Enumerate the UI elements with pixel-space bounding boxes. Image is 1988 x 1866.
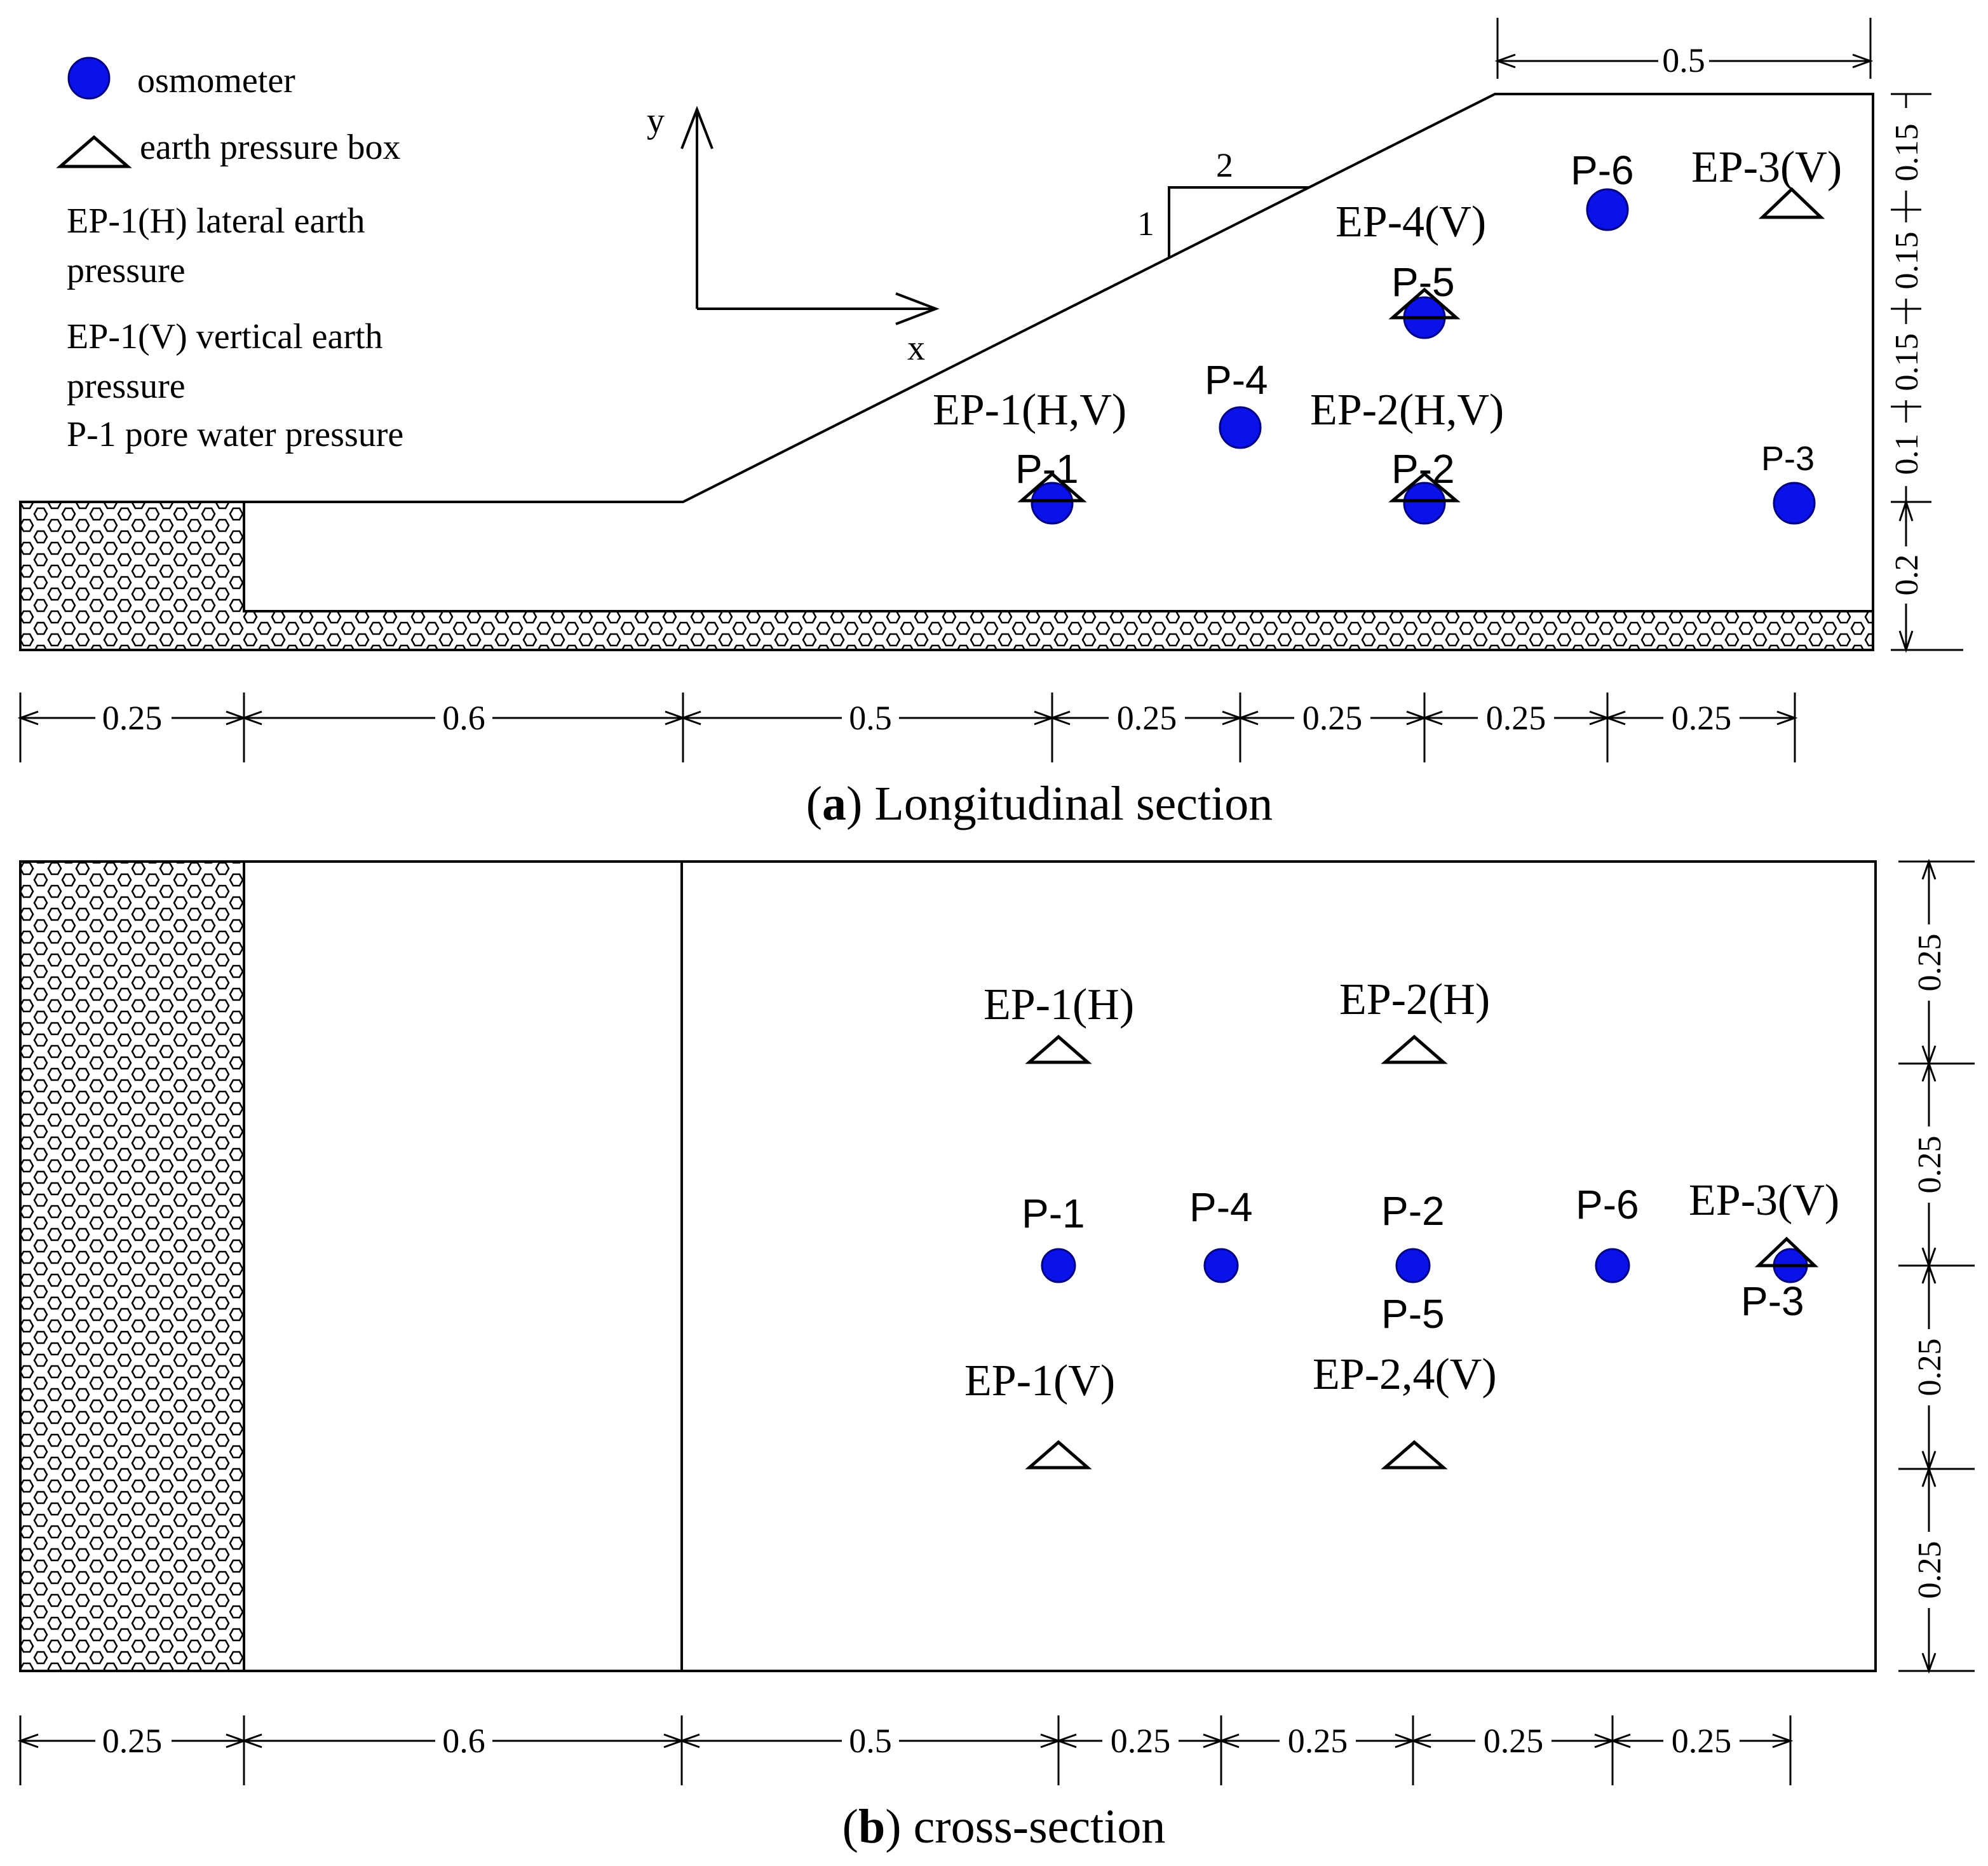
caption-a: (a) Longitudinal section	[806, 777, 1273, 830]
label-p6: P-6	[1571, 147, 1634, 193]
osmometer-p2-b	[1395, 1248, 1431, 1283]
earth-pressure-box-ep1	[1017, 471, 1087, 503]
dim-bottom-b-6: 0.25	[1672, 1722, 1732, 1760]
slope-rise-label: 1	[1137, 205, 1154, 243]
label-p3-b: P-3	[1741, 1278, 1804, 1324]
label-p6-b: P-6	[1576, 1182, 1639, 1227]
label-p1-b: P-1	[1022, 1191, 1085, 1236]
dim-right-b-0: 0.25	[1912, 934, 1948, 992]
legend-vertical-line1: EP-1(V) vertical earth	[67, 317, 383, 356]
label-ep4-v: EP-4(V)	[1335, 198, 1486, 247]
label-ep3-b: EP-3(V)	[1689, 1176, 1839, 1225]
dim-right-b-1: 0.25	[1912, 1136, 1948, 1194]
caption-a-text: Longitudinal section	[874, 777, 1273, 830]
dim-bottom-a-0: 0.25	[102, 699, 163, 737]
earth-pressure-box-ep1v	[1025, 1440, 1092, 1470]
dim-right-a-0: 0.15	[1889, 124, 1925, 182]
y-axis-label: y	[647, 101, 665, 140]
label-p4: P-4	[1205, 357, 1268, 403]
legend-earth-pressure-box-icon	[56, 135, 132, 168]
cross-drainage-layer	[19, 860, 245, 1672]
dimension-bottom-b: 0.25 0.6 0.5 0.25 0.25 0.25 0.25	[17, 1715, 1794, 1785]
dim-right-a-4: 0.2	[1889, 555, 1925, 596]
osmometer-p4	[1219, 406, 1262, 449]
dim-bottom-a-2: 0.5	[849, 699, 892, 737]
dimension-bottom-a: 0.25 0.6 0.5 0.25 0.25 0.25 0.25	[17, 693, 1798, 762]
legend-vertical-line2: pressure	[67, 367, 186, 406]
dim-right-b-2: 0.25	[1912, 1339, 1948, 1396]
caption-a-bold: a	[822, 777, 846, 830]
drainage-layer	[19, 501, 1874, 651]
osmometer-p6-b	[1595, 1248, 1630, 1283]
dim-right-a-3: 0.1	[1889, 434, 1925, 475]
dim-bottom-b-3: 0.25	[1111, 1722, 1171, 1760]
legend-osmometer-label: osmometer	[137, 61, 295, 100]
dimension-right-b: 0.25 0.25 0.25 0.25	[1898, 858, 1975, 1674]
label-p5: P-5	[1391, 259, 1455, 305]
slope-run-label: 2	[1216, 146, 1233, 184]
earth-pressure-box-ep3-b	[1754, 1236, 1819, 1268]
legend-pore-pressure: P-1 pore water pressure	[67, 415, 403, 454]
x-axis-label: x	[907, 328, 925, 368]
legend-osmometer-icon	[67, 57, 111, 100]
earth-pressure-box-ep4	[1388, 287, 1461, 320]
osmometer-p6	[1586, 188, 1629, 231]
label-ep2h-b: EP-2(H)	[1339, 975, 1490, 1024]
dimension-right-a: 0.15 0.15 0.15 0.1 0.2	[1889, 93, 1963, 653]
osmometer-p1-b	[1041, 1248, 1076, 1283]
dim-right-a-1: 0.15	[1889, 232, 1925, 290]
label-p1: P-1	[1015, 446, 1079, 492]
label-p4-b: P-4	[1189, 1184, 1253, 1230]
legend-lateral-line1: EP-1(H) lateral earth	[67, 201, 365, 241]
label-ep1h-b: EP-1(H)	[984, 980, 1134, 1029]
legend-lateral-line2: pressure	[67, 251, 186, 290]
label-ep1v-b: EP-1(V)	[964, 1356, 1115, 1405]
dim-bottom-b-0: 0.25	[102, 1722, 163, 1760]
label-p2-b: P-2	[1381, 1188, 1445, 1234]
earth-pressure-box-ep2h	[1381, 1034, 1448, 1064]
dim-bottom-b-4: 0.25	[1288, 1722, 1348, 1760]
dim-bottom-b-1: 0.6	[442, 1722, 485, 1760]
coordinate-axes: y x	[647, 101, 940, 368]
label-p2: P-2	[1391, 446, 1455, 492]
earth-pressure-box-ep24v	[1381, 1440, 1448, 1470]
caption-b-bold: b	[858, 1800, 885, 1853]
caption-b: (b) cross-section	[842, 1800, 1166, 1853]
caption-b-text: cross-section	[914, 1800, 1166, 1853]
legend: osmometer earth pressure box EP-1(H) lat…	[56, 57, 403, 454]
label-ep1-hv: EP-1(H,V)	[933, 386, 1126, 435]
osmometer-p4-b	[1203, 1248, 1239, 1283]
legend-earth-pressure-box-label: earth pressure box	[140, 128, 401, 167]
dim-right-a-2: 0.15	[1889, 334, 1925, 391]
osmometer-p3	[1773, 482, 1816, 525]
label-p5-b: P-5	[1381, 1291, 1445, 1337]
longitudinal-section: y x 2 1 EP-1(H,V) P-1 P-4 EP-2(H,V) P-2 …	[17, 18, 1963, 830]
dim-bottom-a-6: 0.25	[1672, 699, 1732, 737]
dim-top-label: 0.5	[1662, 41, 1705, 79]
earth-pressure-box-ep1h	[1025, 1034, 1092, 1064]
dim-bottom-b-2: 0.5	[849, 1722, 892, 1760]
dim-bottom-a-4: 0.25	[1302, 699, 1363, 737]
dim-bottom-a-3: 0.25	[1117, 699, 1177, 737]
dim-right-b-3: 0.25	[1912, 1541, 1948, 1599]
cross-section: EP-1(H) EP-2(H) P-1 P-4 P-2 P-6 EP-3(V) …	[17, 858, 1975, 1853]
osmometer-p1	[1031, 482, 1074, 525]
label-ep3-v: EP-3(V)	[1691, 143, 1842, 192]
slope-ratio-marker: 2 1	[1137, 146, 1309, 257]
earth-pressure-box-ep3	[1758, 187, 1825, 219]
label-p3: P-3	[1761, 440, 1815, 478]
dimension-top: 0.5	[1494, 18, 1874, 79]
earth-pressure-box-ep2	[1388, 471, 1461, 503]
osmometer-p2	[1403, 482, 1446, 525]
dim-bottom-a-5: 0.25	[1486, 699, 1546, 737]
dim-bottom-a-1: 0.6	[442, 699, 485, 737]
label-ep24v-b: EP-2,4(V)	[1313, 1350, 1497, 1399]
label-ep2-hv: EP-2(H,V)	[1310, 386, 1504, 435]
dim-bottom-b-5: 0.25	[1484, 1722, 1544, 1760]
